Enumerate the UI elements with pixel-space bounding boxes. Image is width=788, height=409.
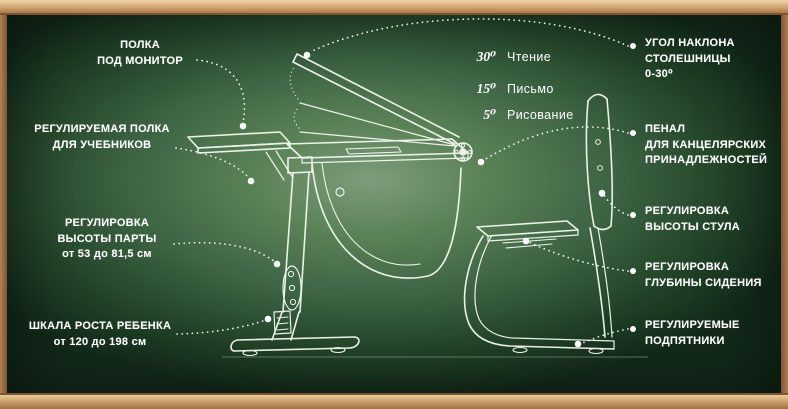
tilt-legend-row-reading: 30⁰ Чтение	[452, 49, 551, 65]
label-adjustable-feet: РЕГУЛИРУЕМЫЕ ПОДПЯТНИКИ	[645, 319, 740, 347]
tilt-angle-label: Рисование	[507, 108, 574, 122]
tilt-legend-row-writing: 15⁰ Письмо	[452, 81, 554, 97]
tilt-angle-value: 15⁰	[476, 81, 496, 96]
label-child-height-scale: ШКАЛА РОСТА РЕБЕНКА от 120 до 198 см	[28, 320, 172, 348]
tilt-angle-label: Чтение	[507, 50, 552, 64]
chair-drawing	[463, 93, 615, 355]
label-chair-height-adjustment: РЕГУЛИРОВКА ВЫСОТЫ СТУЛА	[645, 205, 740, 233]
wood-frame-right	[781, 0, 788, 409]
wood-frame-bottom	[0, 393, 788, 409]
desk-drawing	[187, 53, 473, 357]
label-adjustable-book-shelf: РЕГУЛИРУЕМАЯ ПОЛКА ДЛЯ УЧЕБНИКОВ	[34, 123, 170, 151]
label-tabletop-tilt-angle: УГОЛ НАКЛОНА СТОЛЕШНИЦЫ 0-30⁰	[645, 37, 735, 81]
tilt-angle-label: Письмо	[507, 82, 554, 96]
connector-dot-icon	[239, 51, 606, 348]
label-pencil-case: ПЕНАЛ ДЛЯ КАНЦЕЛЯРСКИХ ПРИНАДЛЕЖНОСТЕЙ	[645, 123, 768, 167]
wood-frame-top	[0, 0, 788, 15]
bullet-dot-icon	[630, 43, 636, 332]
tilt-angle-value: 30⁰	[476, 49, 496, 64]
label-desk-height-adjustment: РЕГУЛИРОВКА ВЫСОТЫ ПАРТЫ от 53 до 81,5 с…	[57, 217, 157, 261]
leader-lines	[173, 18, 629, 345]
tilt-legend-row-drawing: 5⁰ Рисование	[452, 107, 574, 123]
wood-frame-left	[0, 0, 7, 409]
label-monitor-shelf: ПОЛКА ПОД МОНИТОР	[97, 39, 183, 67]
label-seat-depth-adjustment: РЕГУЛИРОВКА ГЛУБИНЫ СИДЕНИЯ	[645, 261, 762, 289]
tilt-angle-value: 5⁰	[483, 107, 496, 122]
